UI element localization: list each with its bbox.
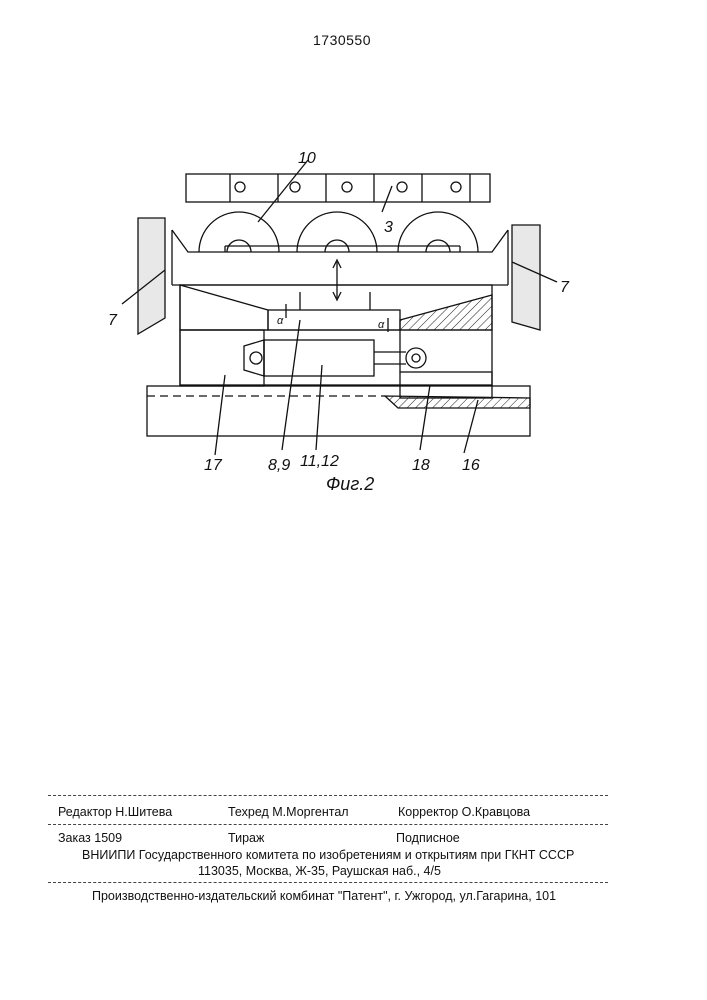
divider	[48, 795, 608, 796]
org-line-2: 113035, Москва, Ж-35, Раушская наб., 4/5	[198, 864, 441, 878]
publisher: Производственно-издательский комбинат "П…	[92, 889, 556, 903]
editor: Редактор Н.Шитева	[58, 805, 172, 819]
subscription: Подписное	[396, 831, 460, 845]
circulation: Тираж	[228, 831, 264, 845]
divider	[48, 882, 608, 883]
corrector: Корректор О.Кравцова	[398, 805, 530, 819]
techred: Техред М.Моргентал	[228, 805, 349, 819]
org-line-1: ВНИИПИ Государственного комитета по изоб…	[82, 848, 574, 862]
order: Заказ 1509	[58, 831, 122, 845]
divider	[48, 824, 608, 825]
